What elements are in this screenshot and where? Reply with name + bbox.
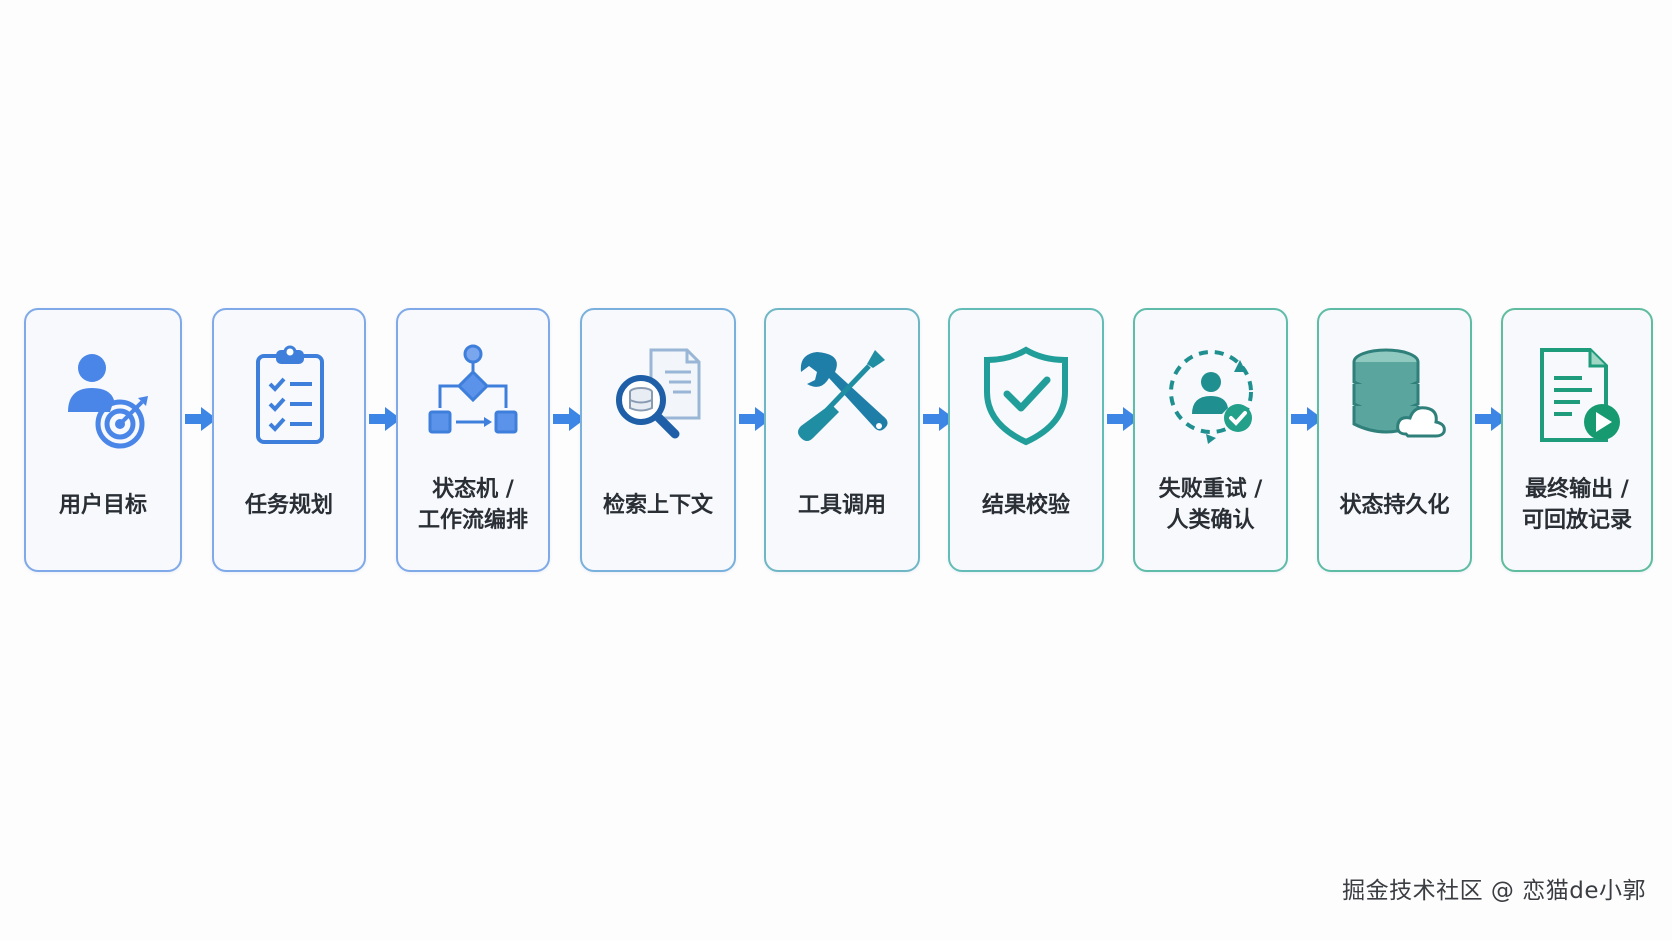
- arrow-right-icon: [551, 404, 587, 434]
- step-card-state-persistence: 状态持久化: [1317, 308, 1472, 572]
- step-label: 最终输出 /可回放记录: [1521, 477, 1632, 533]
- user-retry-check-icon: [1156, 342, 1266, 452]
- step-card-tool-call: 工具调用: [764, 308, 920, 572]
- arrow-right-icon: [367, 404, 403, 434]
- step-card-retry-human-confirm: 失败重试 /人类确认: [1133, 308, 1288, 572]
- document-search-icon: [603, 342, 713, 452]
- step-card-final-output: 最终输出 /可回放记录: [1501, 308, 1653, 572]
- step-label: 检索上下文: [602, 492, 713, 518]
- arrow-right-icon: [1289, 404, 1325, 434]
- step-card-retrieve-context: 检索上下文: [580, 308, 736, 572]
- state-machine-flow-icon: [418, 342, 528, 452]
- database-cloud-icon: [1340, 342, 1450, 452]
- step-label: 结果校验: [981, 492, 1070, 518]
- arrow-right-icon: [183, 404, 219, 434]
- document-play-icon: [1522, 342, 1632, 452]
- step-label: 状态持久化: [1339, 492, 1450, 518]
- wrench-screwdriver-icon: [787, 342, 897, 452]
- user-target-icon: [48, 342, 158, 452]
- step-card-task-planning: 任务规划: [212, 308, 366, 572]
- clipboard-checklist-icon: [234, 342, 344, 452]
- arrow-right-icon: [1105, 404, 1141, 434]
- shield-check-icon: [971, 342, 1081, 452]
- step-card-result-validation: 结果校验: [948, 308, 1104, 572]
- arrow-right-icon: [1473, 404, 1509, 434]
- watermark: 掘金技术社区 @ 恋猫de小郭: [1342, 878, 1646, 904]
- workflow-diagram: 用户目标 任务规划: [0, 308, 1672, 576]
- step-label: 工具调用: [797, 492, 886, 518]
- arrow-right-icon: [737, 404, 773, 434]
- step-label: 失败重试 /人类确认: [1158, 477, 1263, 533]
- arrow-right-icon: [921, 404, 957, 434]
- step-label: 状态机 /工作流编排: [417, 477, 528, 533]
- step-label: 任务规划: [244, 492, 333, 518]
- step-label: 用户目标: [58, 492, 147, 518]
- step-card-state-machine: 状态机 /工作流编排: [396, 308, 550, 572]
- step-card-user-goal: 用户目标: [24, 308, 182, 572]
